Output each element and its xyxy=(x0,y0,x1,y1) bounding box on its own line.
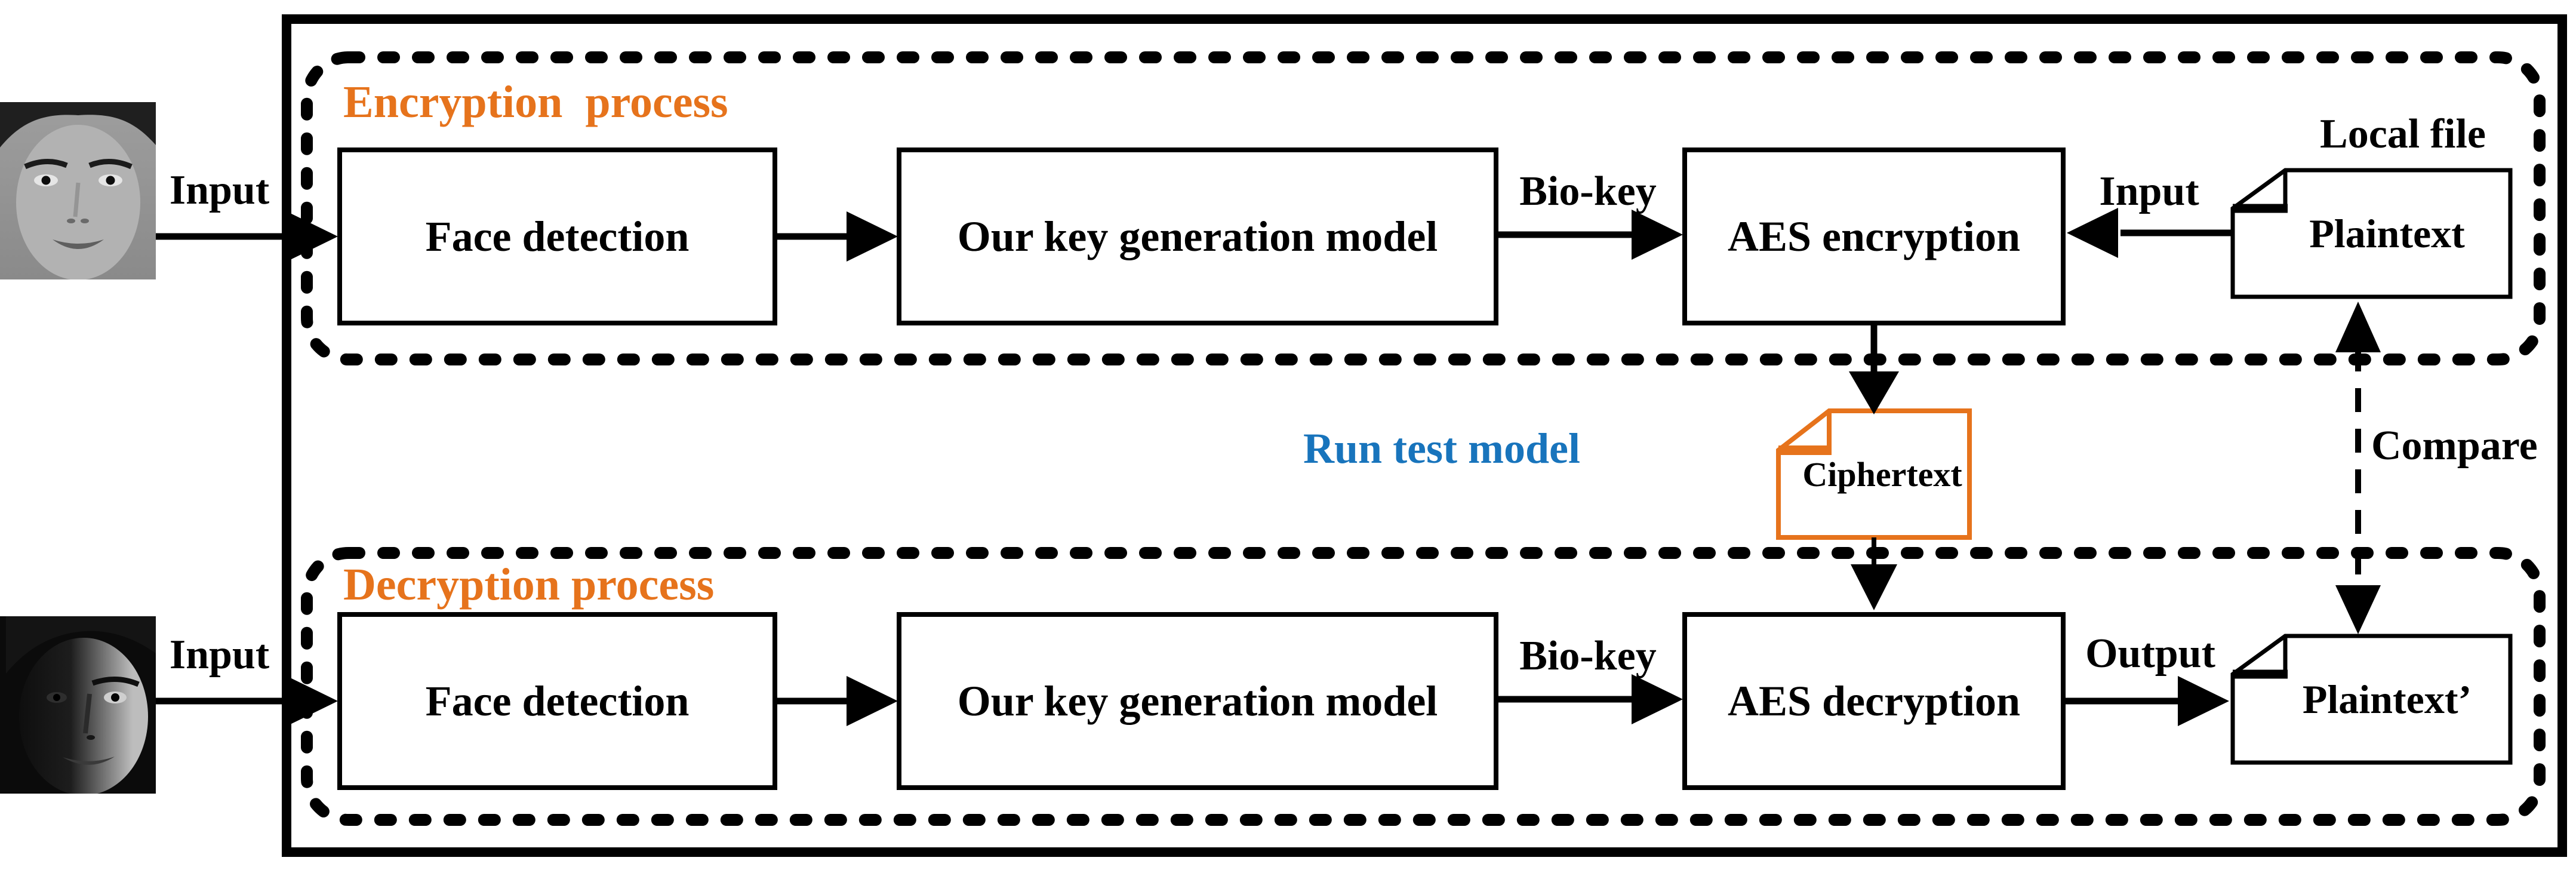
plaintext-document-shape xyxy=(2230,168,2513,299)
input-label-encryption: Input xyxy=(169,167,270,213)
face-detection-box-encryption: Face detection xyxy=(337,147,777,325)
encryption-process-title: Encryption process xyxy=(343,77,728,127)
face-photo-shadowed xyxy=(0,616,156,794)
aes-decryption-box: AES decryption xyxy=(1682,612,2066,790)
input-arrow-bottom xyxy=(156,676,338,726)
run-test-model-label: Run test model xyxy=(1303,425,1580,472)
aes-encryption-box: AES encryption xyxy=(1682,147,2066,325)
keygen-to-aes-arrow-top xyxy=(1498,210,1683,260)
face-photo-frontal xyxy=(0,102,156,279)
facedetection-to-keygen-arrow-bottom xyxy=(777,676,898,726)
plaintext-prime-document-label: Plaintext’ xyxy=(2302,676,2472,722)
decryption-region-dashed-border xyxy=(301,547,2546,826)
key-generation-box-encryption: Our key generation model xyxy=(897,147,1498,325)
ciphertext-document-label: Ciphertext xyxy=(1802,454,1962,494)
ciphertext-to-aesdecryption-arrow xyxy=(1851,537,1897,610)
compare-label: Compare xyxy=(2371,423,2538,469)
encryption-region-dashed-border xyxy=(301,51,2546,365)
facedetection-to-keygen-arrow-top xyxy=(777,211,898,262)
output-label: Output xyxy=(2085,631,2215,677)
keygen-to-aesdecryption-arrow xyxy=(1498,674,1683,724)
plaintext-prime-document-shape xyxy=(2230,634,2513,765)
input-arrow-top xyxy=(156,211,338,262)
compare-dashed-arrow xyxy=(2335,302,2381,634)
local-file-caption: Local file xyxy=(2320,111,2486,157)
face-detection-box-decryption: Face detection xyxy=(337,612,777,790)
decryption-process-title: Decryption process xyxy=(343,560,715,610)
aes-to-ciphertext-arrow xyxy=(1849,325,1899,414)
input-label-localfile: Input xyxy=(2099,168,2199,214)
plaintext-document-label: Plaintext xyxy=(2309,210,2465,256)
outer-frame-border xyxy=(282,14,2567,857)
input-label-decryption: Input xyxy=(169,632,270,678)
biokey-label-decryption: Bio-key xyxy=(1519,633,1657,679)
aesdecryption-to-plaintext-arrow xyxy=(2066,676,2229,726)
biokey-label-encryption: Bio-key xyxy=(1519,168,1657,214)
key-generation-box-decryption: Our key generation model xyxy=(897,612,1498,790)
plaintext-to-aes-arrow xyxy=(2067,208,2233,258)
